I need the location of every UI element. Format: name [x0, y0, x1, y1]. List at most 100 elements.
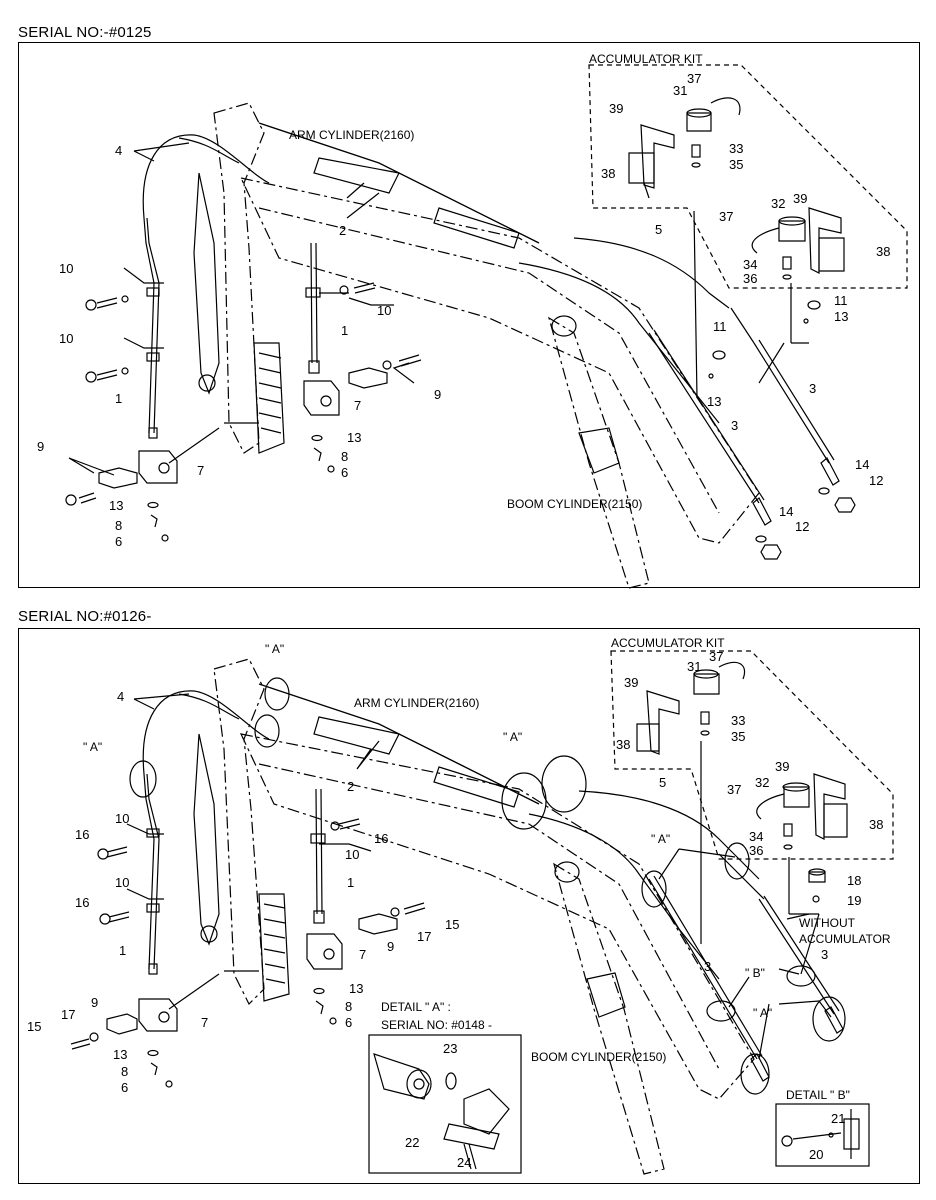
callout: 1 — [341, 323, 348, 338]
callout: 38 — [601, 166, 615, 181]
callout: 4 — [115, 143, 122, 158]
hose-5 — [573, 237, 730, 309]
callout: 7 — [354, 398, 361, 413]
callout: 6 — [341, 465, 348, 480]
diagram-bottom-svg: ACCUMULATOR KIT ARM CYLINDER(2160) BOOM … — [27, 636, 894, 1175]
callout: 3 — [731, 418, 738, 433]
callout: 9 — [37, 439, 44, 454]
callout: 20 — [809, 1147, 823, 1162]
callout: 16 — [75, 827, 89, 842]
callout: 14 — [855, 457, 869, 472]
detail-a-marker — [264, 677, 290, 711]
boom-cylinder — [553, 862, 665, 1175]
callout: 24 — [457, 1155, 471, 1170]
detail-b-title: DETAIL " B" — [786, 1088, 850, 1102]
callout: 9 — [387, 939, 394, 954]
hose-5 — [578, 790, 760, 880]
kit-title-top: ACCUMULATOR KIT — [589, 52, 703, 66]
callout: 17 — [417, 929, 431, 944]
accumulator-kit-region — [588, 64, 908, 289]
callout: 39 — [624, 675, 638, 690]
detail-a-marker — [541, 755, 587, 813]
callout: 38 — [616, 737, 630, 752]
accumulator-kit-region — [610, 650, 894, 860]
callout: 12 — [869, 473, 883, 488]
hose-4 — [142, 134, 270, 219]
pipe-3-left — [648, 875, 763, 1060]
marker-a-label: " A" — [753, 1006, 772, 1020]
arm-cylinder-label-top: ARM CYLINDER(2160) — [289, 128, 414, 142]
marker-b-label: " B" — [745, 966, 765, 980]
callout: 34 — [743, 257, 757, 272]
hose-4 — [142, 690, 270, 775]
boom-cylinder-label-top: BOOM CYLINDER(2150) — [507, 497, 642, 511]
parts-diagram-bottom: ACCUMULATOR KIT ARM CYLINDER(2160) BOOM … — [18, 628, 920, 1184]
diagram-top-svg: ACCUMULATOR KIT ARM CYLINDER(2160) BOOM … — [37, 52, 908, 589]
callout: 35 — [731, 729, 745, 744]
callout: 7 — [359, 947, 366, 962]
detail-a-marker — [812, 996, 846, 1042]
callout: 10 — [345, 847, 359, 862]
callout: 3 — [704, 959, 711, 974]
callout: 18 — [847, 873, 861, 888]
callout: 8 — [345, 999, 352, 1014]
callout: 1 — [119, 943, 126, 958]
callout: 9 — [91, 995, 98, 1010]
callout: 31 — [687, 659, 701, 674]
callout: 7 — [201, 1015, 208, 1030]
pipe-3-left — [648, 329, 765, 504]
callout: 5 — [659, 775, 666, 790]
callout: 22 — [405, 1135, 419, 1150]
pipe-3-right — [753, 339, 835, 464]
callout: 13 — [109, 498, 123, 513]
callout: 13 — [349, 981, 363, 996]
detail-a-marker — [254, 714, 280, 748]
detail-a-marker — [724, 842, 750, 880]
callout: 4 — [117, 689, 124, 704]
callout: 6 — [115, 534, 122, 549]
callout: 38 — [876, 244, 890, 259]
pipe-1-mid — [315, 788, 323, 915]
callout: 37 — [709, 649, 723, 664]
pipe-1-left — [143, 217, 160, 434]
callout: 13 — [347, 430, 361, 445]
callout: 14 — [779, 504, 793, 519]
callout: 7 — [197, 463, 204, 478]
callout: 9 — [434, 387, 441, 402]
boom-outline — [239, 177, 760, 544]
callout: 8 — [341, 449, 348, 464]
serial-number-top: SERIAL NO:-#0125 — [18, 24, 152, 41]
callout: 6 — [345, 1015, 352, 1030]
callout: 15 — [27, 1019, 41, 1034]
arm-cylinder — [258, 683, 540, 805]
callout: 33 — [729, 141, 743, 156]
boom-outline — [239, 733, 755, 1100]
callout: 23 — [443, 1041, 457, 1056]
callout: 10 — [59, 331, 73, 346]
callout: 34 — [749, 829, 763, 844]
callout: 2 — [339, 223, 346, 238]
callout: 13 — [113, 1047, 127, 1062]
callout: 36 — [743, 271, 757, 286]
callout: 17 — [61, 1007, 75, 1022]
callout: 11 — [834, 293, 848, 308]
detail-a-serial: SERIAL NO: #0148 - — [381, 1018, 492, 1032]
detail-b-marker — [786, 965, 816, 987]
callout: 8 — [121, 1064, 128, 1079]
detail-b-box — [775, 1103, 870, 1167]
marker-a-label: " A" — [83, 740, 102, 754]
callout: 31 — [673, 83, 687, 98]
callout: 3 — [821, 947, 828, 962]
without-accumulator-label: WITHOUT — [799, 916, 856, 930]
callout: 32 — [755, 775, 769, 790]
detail-a-box — [368, 1034, 522, 1174]
callout-group-top: 37 31 39 33 35 38 39 32 37 38 34 36 11 1… — [37, 71, 890, 549]
callout: 1 — [115, 391, 122, 406]
arm-cylinder — [258, 122, 540, 244]
parts-diagram-top: ACCUMULATOR KIT ARM CYLINDER(2160) BOOM … — [18, 42, 920, 589]
arm-outline — [213, 658, 265, 1006]
callout: 11 — [713, 319, 727, 334]
callout: 36 — [749, 843, 763, 858]
callout: 16 — [374, 831, 388, 846]
callout: 5 — [655, 222, 662, 237]
